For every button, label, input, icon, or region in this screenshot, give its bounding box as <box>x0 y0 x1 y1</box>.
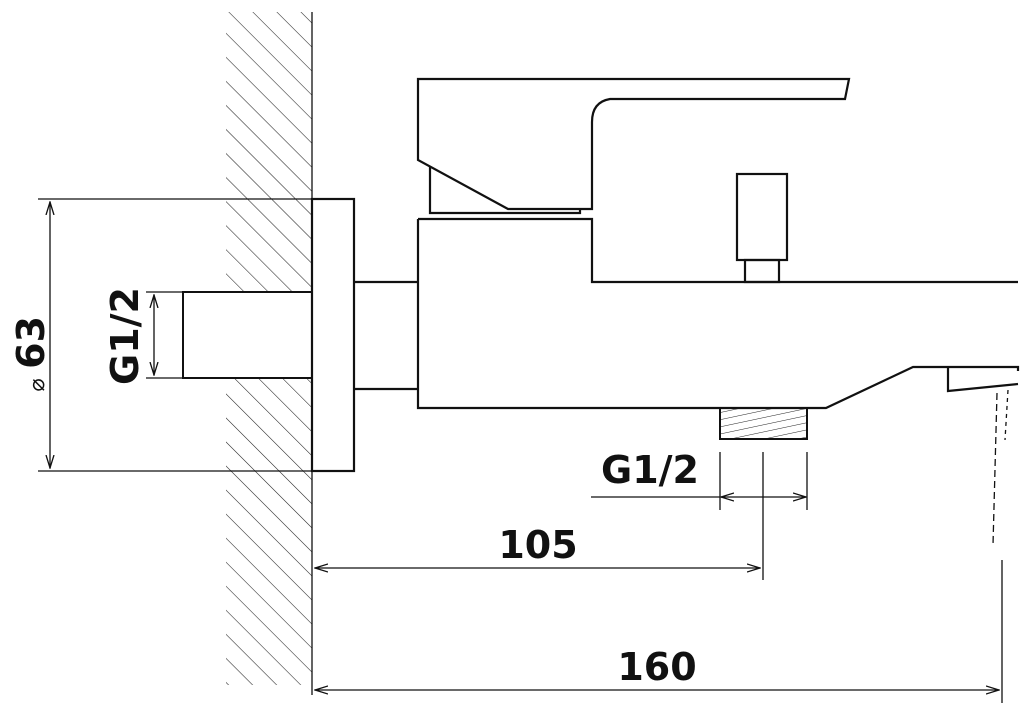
spout-outlet <box>946 367 1019 546</box>
connection-distance-dimension: 105 <box>315 452 764 580</box>
flange-diameter-value: 63 <box>9 316 53 369</box>
mixer-body <box>416 217 1020 410</box>
diameter-symbol: ⌀ <box>25 378 50 392</box>
wall-flange <box>310 197 356 473</box>
overall-projection-label: 160 <box>617 645 696 689</box>
outlet-thread-dimension: G1/2 <box>591 448 808 510</box>
overall-projection-dimension: 160 <box>315 560 1003 703</box>
flange-diameter-label: ⌀ 63 <box>9 316 53 392</box>
lever-handle <box>416 77 851 211</box>
wall-inlet-pipe <box>182 291 313 379</box>
diverter-knob <box>735 172 789 284</box>
wall-thread-label: G1/2 <box>103 287 147 385</box>
flange-diameter-dimension: ⌀ 63 <box>9 198 312 472</box>
inlet-pipe-body <box>182 291 313 379</box>
connection-distance-label: 105 <box>498 523 577 567</box>
wall-thread-dimension: G1/2 <box>103 287 183 385</box>
outlet-thread-label: G1/2 <box>601 448 699 492</box>
bottom-threaded-outlet <box>719 407 808 440</box>
connector-pipe <box>354 280 418 391</box>
lever-neck <box>428 166 582 215</box>
